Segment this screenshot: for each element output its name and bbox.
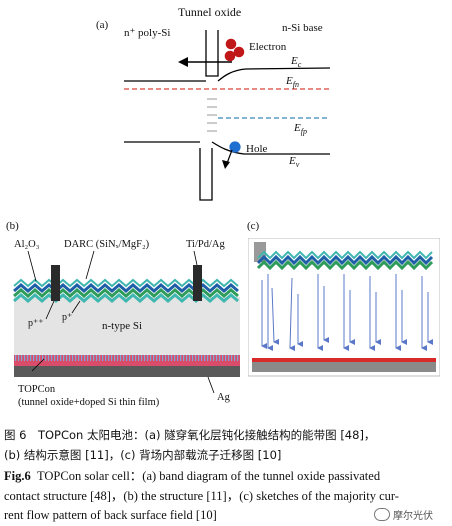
wechat-icon [374, 508, 390, 521]
electron-label: Electron [249, 41, 287, 53]
ag-rear-contact [14, 366, 240, 377]
cell-structure [13, 250, 240, 394]
hole-dot [229, 141, 241, 153]
topcon-doped-layer [14, 361, 240, 366]
caption-en-line2: contact structure [48]，(b) the structure… [4, 489, 399, 503]
majority-current-flow [248, 238, 440, 377]
left-region-label: n⁺ poly-Si [124, 27, 171, 39]
ppp-label: p⁺⁺ [28, 318, 44, 329]
oxide-barrier-bottom [199, 148, 213, 201]
panel-b-label: (b) [6, 220, 19, 232]
front-contact-right [193, 265, 202, 301]
ag-leader [207, 376, 215, 394]
darc-leader [85, 250, 95, 280]
panel-c-blue-layer [256, 254, 434, 266]
ev-label: Ev [289, 155, 300, 170]
right-region-label: n-Si base [282, 22, 323, 34]
current-flow-arrows [261, 274, 433, 352]
conduction-band [124, 67, 331, 82]
valence-band [124, 141, 330, 155]
topcon-desc-label: (tunnel oxide+doped Si thin film) [18, 397, 160, 408]
topcon-leader [31, 358, 45, 372]
oxide-barrier-top [205, 30, 219, 77]
ec-label: Ec [291, 55, 302, 70]
panel-c-top-layer [257, 250, 433, 260]
bandgap-dashes [207, 98, 217, 132]
caption-en-line1: Fig.6 TOPCon solar cell：(a) band diagram… [4, 469, 381, 483]
watermark-text: 摩尔光伏 [393, 511, 433, 522]
caption-zh-line2: (b) 结构示意图 [11]，(c) 背场内部载流子迁移图 [10] [4, 448, 282, 462]
topcon-layer [14, 355, 240, 365]
tunnel-oxide-label: Tunnel oxide [178, 5, 242, 19]
efp-label: Efp [294, 122, 307, 137]
watermark: 摩尔光伏 [374, 507, 433, 522]
panel-c-frame [248, 238, 440, 377]
electron-dot [233, 46, 245, 58]
ntype-label: n-type Si [102, 320, 143, 332]
metal-label: Ti/Pd/Ag [186, 239, 225, 250]
bsf-layer [252, 358, 436, 362]
hole-arrowhead [222, 160, 230, 169]
ag-label: Ag [217, 392, 230, 403]
panel-c-green-layer [256, 259, 434, 271]
rear-metal [252, 362, 436, 372]
al2o3-leader [27, 250, 37, 282]
al2o3-label: Al₂O₃ [14, 239, 40, 250]
pp-label: p⁺ [62, 312, 73, 323]
caption-zh-line1: 图 6 TOPCon 太阳电池：(a) 隧穿氧化层钝化接触结构的能带图 [48]… [4, 428, 376, 442]
darc-label: DARC (SiNₓ/MgF₂) [64, 239, 150, 250]
panel-a-label: (a) [96, 19, 109, 31]
ppp-leader [45, 300, 55, 320]
hole-label: Hole [246, 143, 268, 155]
metal-leader [193, 250, 198, 266]
caption-en-line3: rent flow pattern of back surface field … [4, 508, 217, 522]
electron-dot [224, 50, 236, 62]
topcon-label: TOPCon [18, 384, 56, 395]
pp-leader [71, 300, 81, 314]
band-diagram [124, 30, 331, 201]
efn-label: Efn [286, 75, 299, 90]
panel-c-label: (c) [247, 220, 260, 232]
electron-dot [225, 38, 237, 50]
front-contact-left [51, 265, 60, 301]
electron-arrowhead [178, 57, 188, 67]
